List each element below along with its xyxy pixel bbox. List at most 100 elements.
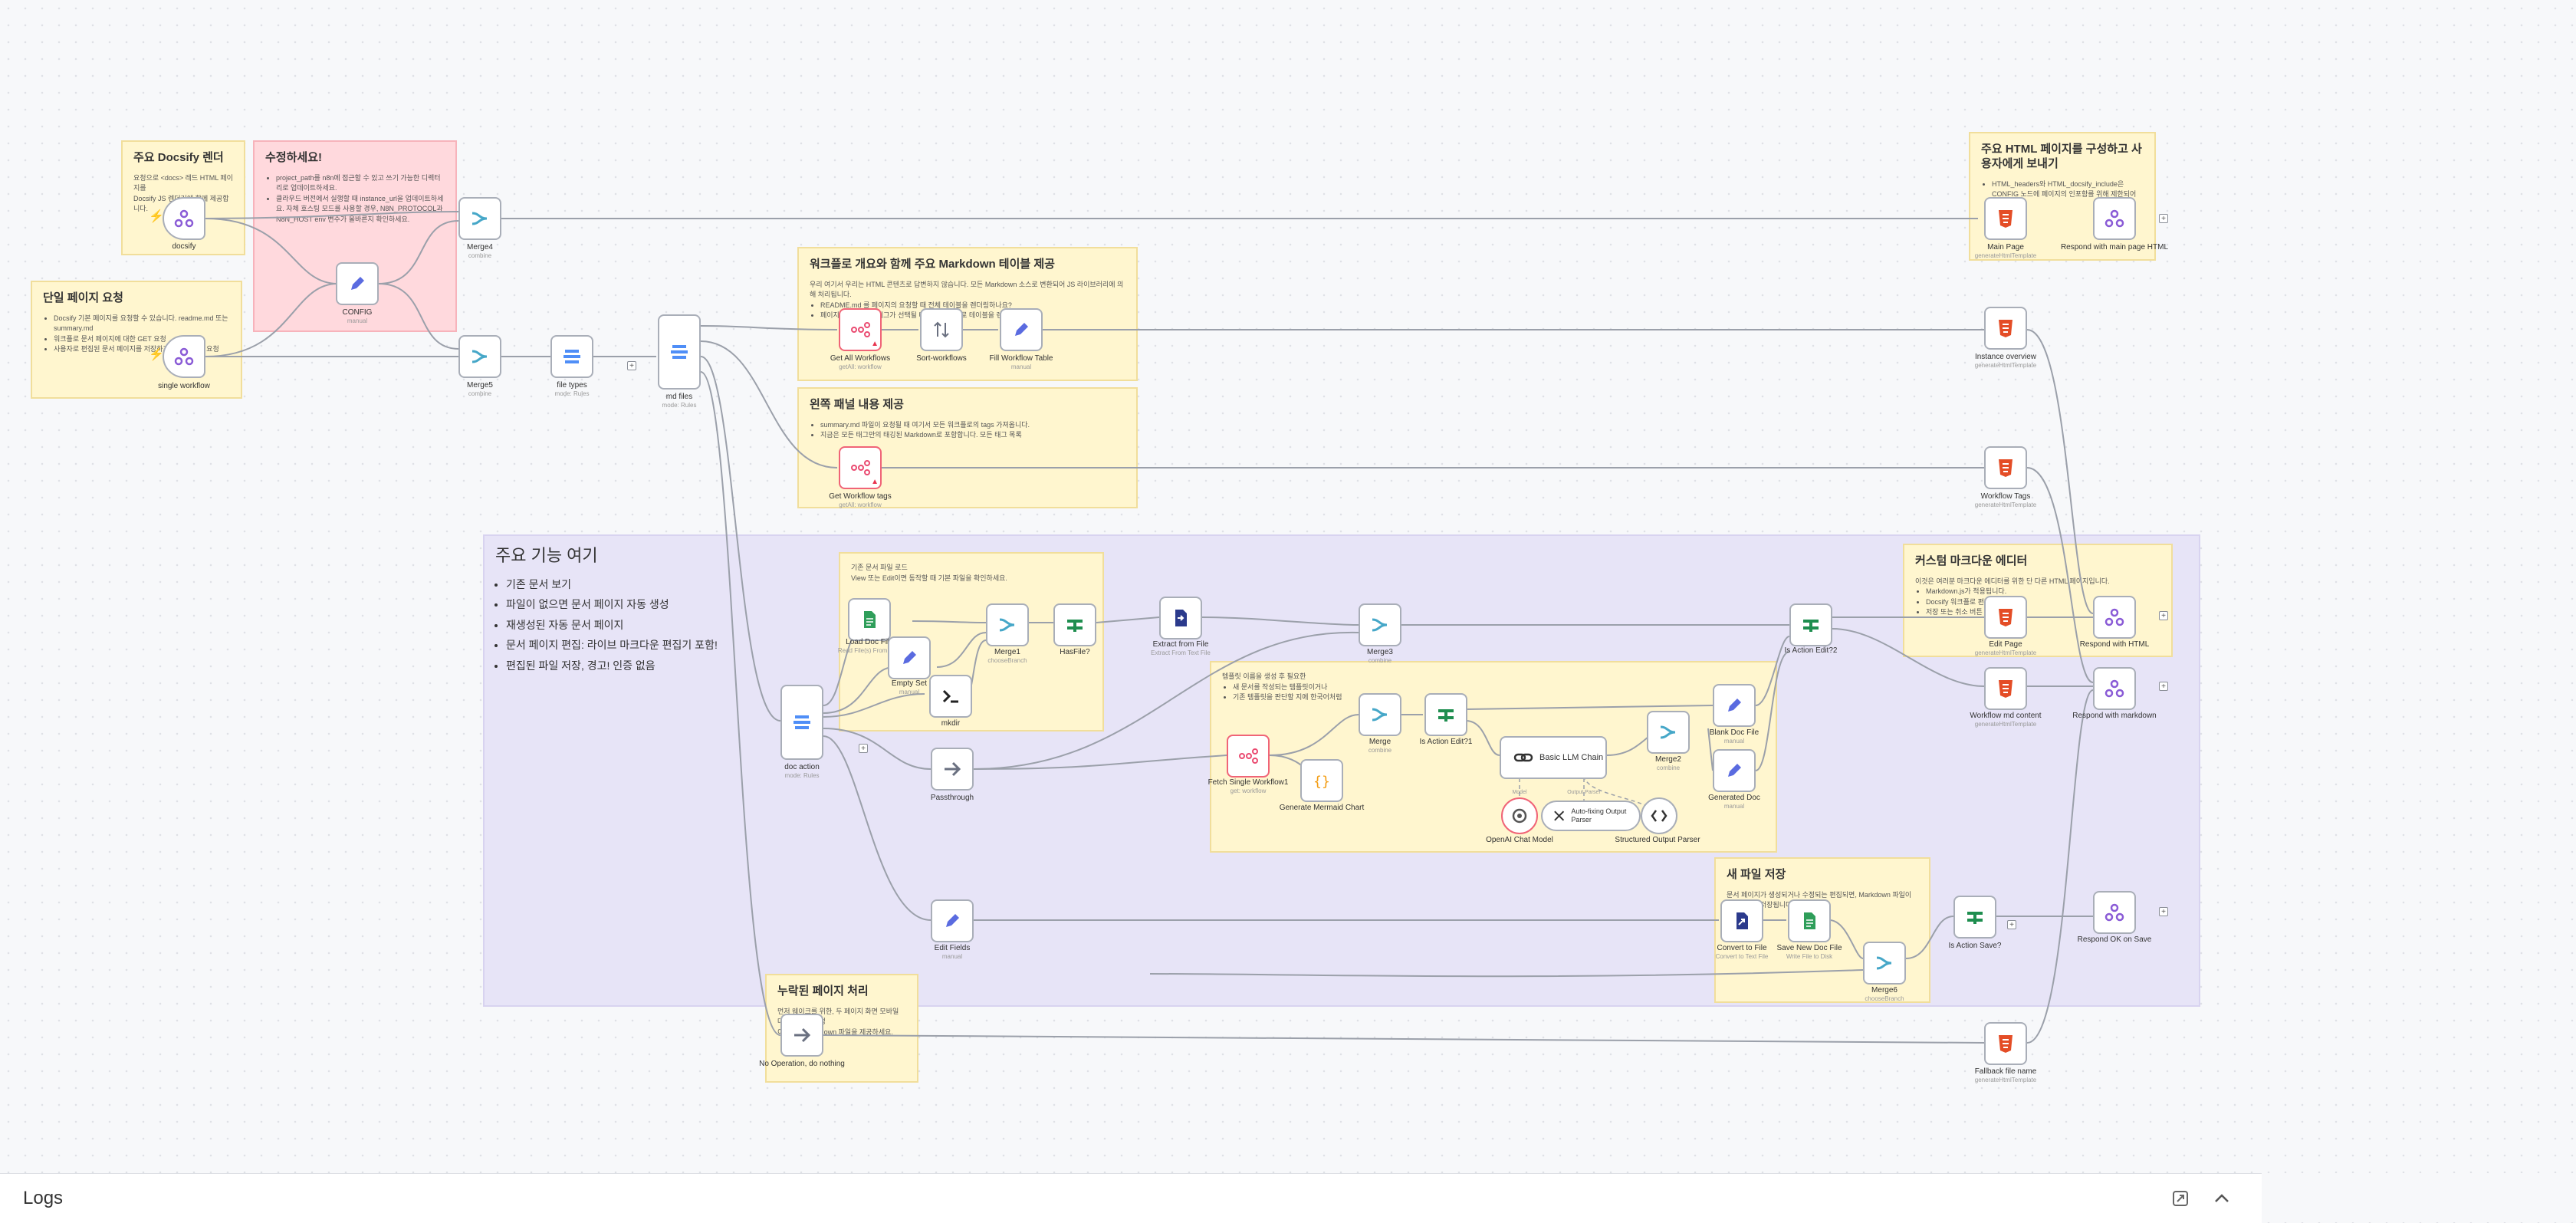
pencil-icon — [351, 277, 364, 290]
if-icon — [1967, 912, 1983, 924]
node-label: Is Action Save? — [1948, 942, 2002, 950]
add-node-plus[interactable]: + — [2159, 611, 2168, 620]
sort-icon — [934, 321, 949, 338]
node-config[interactable] — [336, 262, 379, 305]
node-basic-llm-chain[interactable]: Basic LLM Chain — [1500, 736, 1607, 779]
node-label: Respond with HTML — [2079, 640, 2150, 649]
node-instance-overview[interactable] — [1984, 307, 2027, 350]
empty-area — [2262, 1173, 2576, 1222]
connection — [823, 735, 932, 921]
pencil-icon — [1728, 699, 1741, 712]
connection — [2026, 467, 2094, 683]
node-is-action-edit2[interactable] — [1789, 603, 1832, 646]
workflow-canvas[interactable]: 주요 Docsify 렌더 요청으로 <docs> 레드 HTML 페이지를 D… — [0, 0, 2576, 1173]
node-merge4[interactable] — [458, 197, 501, 240]
chevron-up-icon[interactable] — [2211, 1188, 2233, 1209]
add-node-plus[interactable]: + — [627, 361, 636, 370]
connection — [1149, 969, 1864, 978]
node-label: Sort-workflows — [916, 354, 967, 363]
node-get-workflow-tags[interactable]: ▲ — [839, 446, 882, 489]
node-generated-doc[interactable] — [1713, 749, 1756, 792]
logs-title: Logs — [23, 1188, 64, 1208]
node-md-files[interactable] — [658, 314, 701, 390]
node-doc-action[interactable] — [780, 685, 823, 760]
node-extract-from-file[interactable] — [1159, 597, 1202, 639]
node-fill-workflow-table[interactable] — [1000, 308, 1043, 351]
node-empty-set[interactable] — [888, 636, 931, 679]
node-edit-page[interactable] — [1984, 596, 2027, 639]
node-is-action-edit1[interactable] — [1424, 693, 1467, 736]
node-passthrough[interactable] — [931, 748, 974, 791]
node-main-page[interactable] — [1984, 197, 2027, 240]
node-docsify[interactable] — [163, 197, 205, 240]
note-generate[interactable]: 템플릿 이름을 생성 후 필요한 새 문서를 작성되는 템플릿이거나 기존 템플… — [1210, 661, 1777, 853]
connection — [205, 218, 338, 284]
node-load-doc-file[interactable] — [848, 598, 891, 641]
node-fetch-single-workflow[interactable] — [1227, 735, 1270, 778]
note-line: 기존 템플릿을 판단할 지에 한국어처럼 — [1233, 692, 1765, 703]
node-merge3[interactable] — [1359, 603, 1401, 646]
node-generate-mermaid[interactable]: {} — [1300, 759, 1343, 802]
logs-panel[interactable]: Logs — [0, 1173, 2262, 1223]
node-workflow-md-content[interactable] — [1984, 667, 2027, 710]
node-merge2[interactable] — [1647, 711, 1690, 754]
node-label: mkdir — [941, 719, 961, 728]
connection — [823, 666, 895, 714]
node-file-types[interactable] — [550, 335, 593, 378]
chain-link-icon — [1513, 753, 1533, 762]
node-label: Is Action Edit?2 — [1784, 646, 1838, 655]
note-line: 템플릿 이름을 생성 후 필요한 — [1222, 672, 1306, 680]
node-merge[interactable] — [1359, 693, 1401, 736]
node-respond-html[interactable] — [2093, 596, 2136, 639]
node-no-operation[interactable] — [780, 1014, 823, 1057]
merge-icon — [472, 212, 488, 225]
html5-icon — [1999, 609, 2013, 626]
node-respond-markdown[interactable] — [2093, 667, 2136, 710]
connection — [1829, 919, 1864, 959]
trigger-bolt-icon: ⚡ — [149, 348, 164, 361]
connection — [1201, 616, 1359, 626]
node-mkdir[interactable] — [929, 675, 972, 718]
add-node-plus[interactable]: + — [2007, 920, 2016, 929]
popout-icon[interactable] — [2171, 1189, 2190, 1208]
node-blank-doc-file[interactable] — [1713, 684, 1756, 727]
node-respond-main-page[interactable] — [2093, 197, 2136, 240]
openai-icon — [1512, 808, 1527, 824]
note-missing[interactable]: 누락된 페이지 처리 먼저 웨이크를 위한, 두 페이지 화면 모바일 대체 문… — [765, 974, 918, 1083]
connection — [378, 283, 459, 350]
node-sort-workflows[interactable] — [920, 308, 963, 351]
add-node-plus[interactable]: + — [2159, 907, 2168, 916]
node-fallback-file-name[interactable] — [1984, 1022, 2027, 1065]
note-title: 커스텀 마크다운 에디터 — [1915, 554, 2028, 567]
note-single-request[interactable]: 단일 페이지 요청 Docsify 기본 페이지를 요청할 수 있습니다. re… — [31, 281, 242, 399]
node-hasfile[interactable] — [1053, 603, 1096, 646]
node-auto-fixing-parser[interactable]: Auto-fixing Output Parser — [1541, 801, 1641, 831]
merge-icon — [1660, 725, 1676, 739]
node-openai-chat-model[interactable] — [1501, 797, 1538, 834]
node-edit-fields[interactable] — [931, 899, 974, 942]
node-structured-parser[interactable] — [1641, 797, 1677, 834]
node-merge6[interactable] — [1863, 942, 1906, 985]
node-convert-to-file[interactable] — [1720, 899, 1763, 942]
add-node-plus[interactable]: + — [2159, 214, 2168, 223]
merge-icon — [1876, 956, 1892, 970]
node-get-all-workflows[interactable]: ▲ — [839, 308, 882, 351]
merge-icon — [472, 350, 488, 363]
add-node-plus[interactable]: + — [2159, 682, 2168, 691]
note-line: 새 문서를 작성되는 템플릿이거나 — [1233, 682, 1765, 693]
node-single-workflow[interactable] — [163, 335, 205, 378]
node-save-new-doc-file[interactable] — [1788, 899, 1831, 942]
node-is-action-save[interactable] — [1953, 896, 1996, 939]
port-label: Model — [1512, 790, 1527, 795]
node-merge1[interactable] — [986, 603, 1029, 646]
warning-icon: ▲ — [871, 478, 879, 486]
node-workflow-tags[interactable] — [1984, 446, 2027, 489]
add-node-plus[interactable]: + — [859, 744, 868, 753]
node-respond-ok-save[interactable] — [2093, 891, 2136, 934]
node-merge5[interactable] — [458, 335, 501, 378]
